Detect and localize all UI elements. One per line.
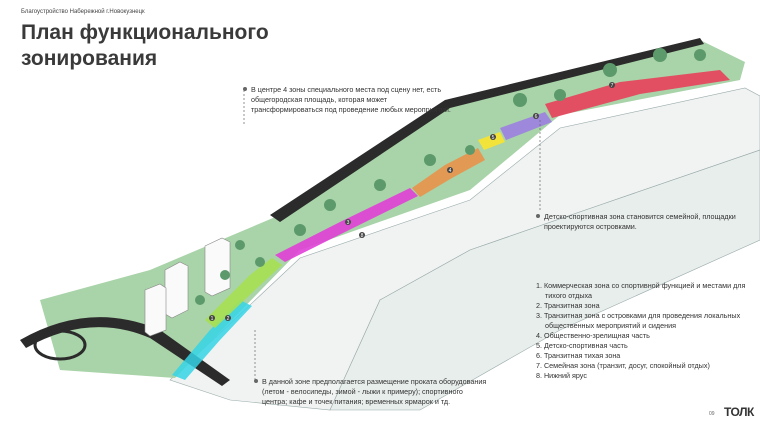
legend-item: 1. Коммерческая зона со спортивной функц… <box>536 281 746 300</box>
zone-marker-4: 4 <box>449 168 452 174</box>
legend-item: 7. Семейная зона (транзит, досуг, спокой… <box>536 361 710 370</box>
legend-item: 5. Детско-спортивная часть <box>536 341 628 350</box>
legend-item: 2. Транзитная зона <box>536 301 600 310</box>
trees <box>195 48 706 305</box>
note-family-text: Детско-спортивная зона становится семейн… <box>544 212 736 231</box>
note-rental-text: В данной зоне предполагается размещение … <box>262 377 487 406</box>
zone-marker-7: 7 <box>611 83 614 89</box>
building <box>144 283 167 337</box>
building <box>164 261 189 319</box>
note-center-text: В центре 4 зоны специального места под с… <box>251 85 451 114</box>
note-family: Детско-спортивная зона становится семейн… <box>536 212 759 232</box>
leader-lines <box>243 90 541 380</box>
bullet-icon <box>243 87 247 91</box>
zone-5 <box>478 132 505 150</box>
zone-marker-1: 1 <box>211 316 214 322</box>
note-rental: В данной зоне предполагается размещение … <box>254 377 487 407</box>
project-subtitle: Благоустройство Набережной г.Новокузнецк <box>21 9 145 15</box>
zone-marker-5: 5 <box>492 135 495 141</box>
zone-marker-3: 3 <box>347 220 350 226</box>
zone-marker-8: 8 <box>361 233 364 239</box>
zone-markers: 1 2 3 4 5 6 7 8 <box>209 82 615 322</box>
zone-3 <box>275 188 418 262</box>
roundabout <box>33 329 87 361</box>
zone-6 <box>500 112 552 140</box>
zone-7 <box>545 70 730 118</box>
brand-logo: ТОЛК <box>724 405 754 419</box>
river-surface <box>329 149 760 411</box>
zone-marker-2: 2 <box>227 316 230 322</box>
note-center: В центре 4 зоны специального места под с… <box>243 85 456 115</box>
legend-item: 8. Нижний ярус <box>536 371 587 380</box>
legend-item: 4. Общественно-зрелищная часть <box>536 331 650 340</box>
legend-item: 6. Транзитная тихая зона <box>536 351 621 360</box>
zone-legend: 1. Коммерческая зона со спортивной функц… <box>536 281 760 381</box>
page-number: 09 <box>709 411 715 417</box>
bullet-icon <box>536 214 540 218</box>
zone-marker-6: 6 <box>535 114 538 120</box>
road-left <box>20 317 230 386</box>
zone-2 <box>205 258 282 328</box>
legend-item: 3. Транзитная зона с островками для пров… <box>536 311 741 330</box>
building <box>204 237 231 297</box>
zone-1 <box>172 300 252 380</box>
page-title: План функционального зонирования <box>21 21 269 70</box>
bullet-icon <box>254 379 258 383</box>
